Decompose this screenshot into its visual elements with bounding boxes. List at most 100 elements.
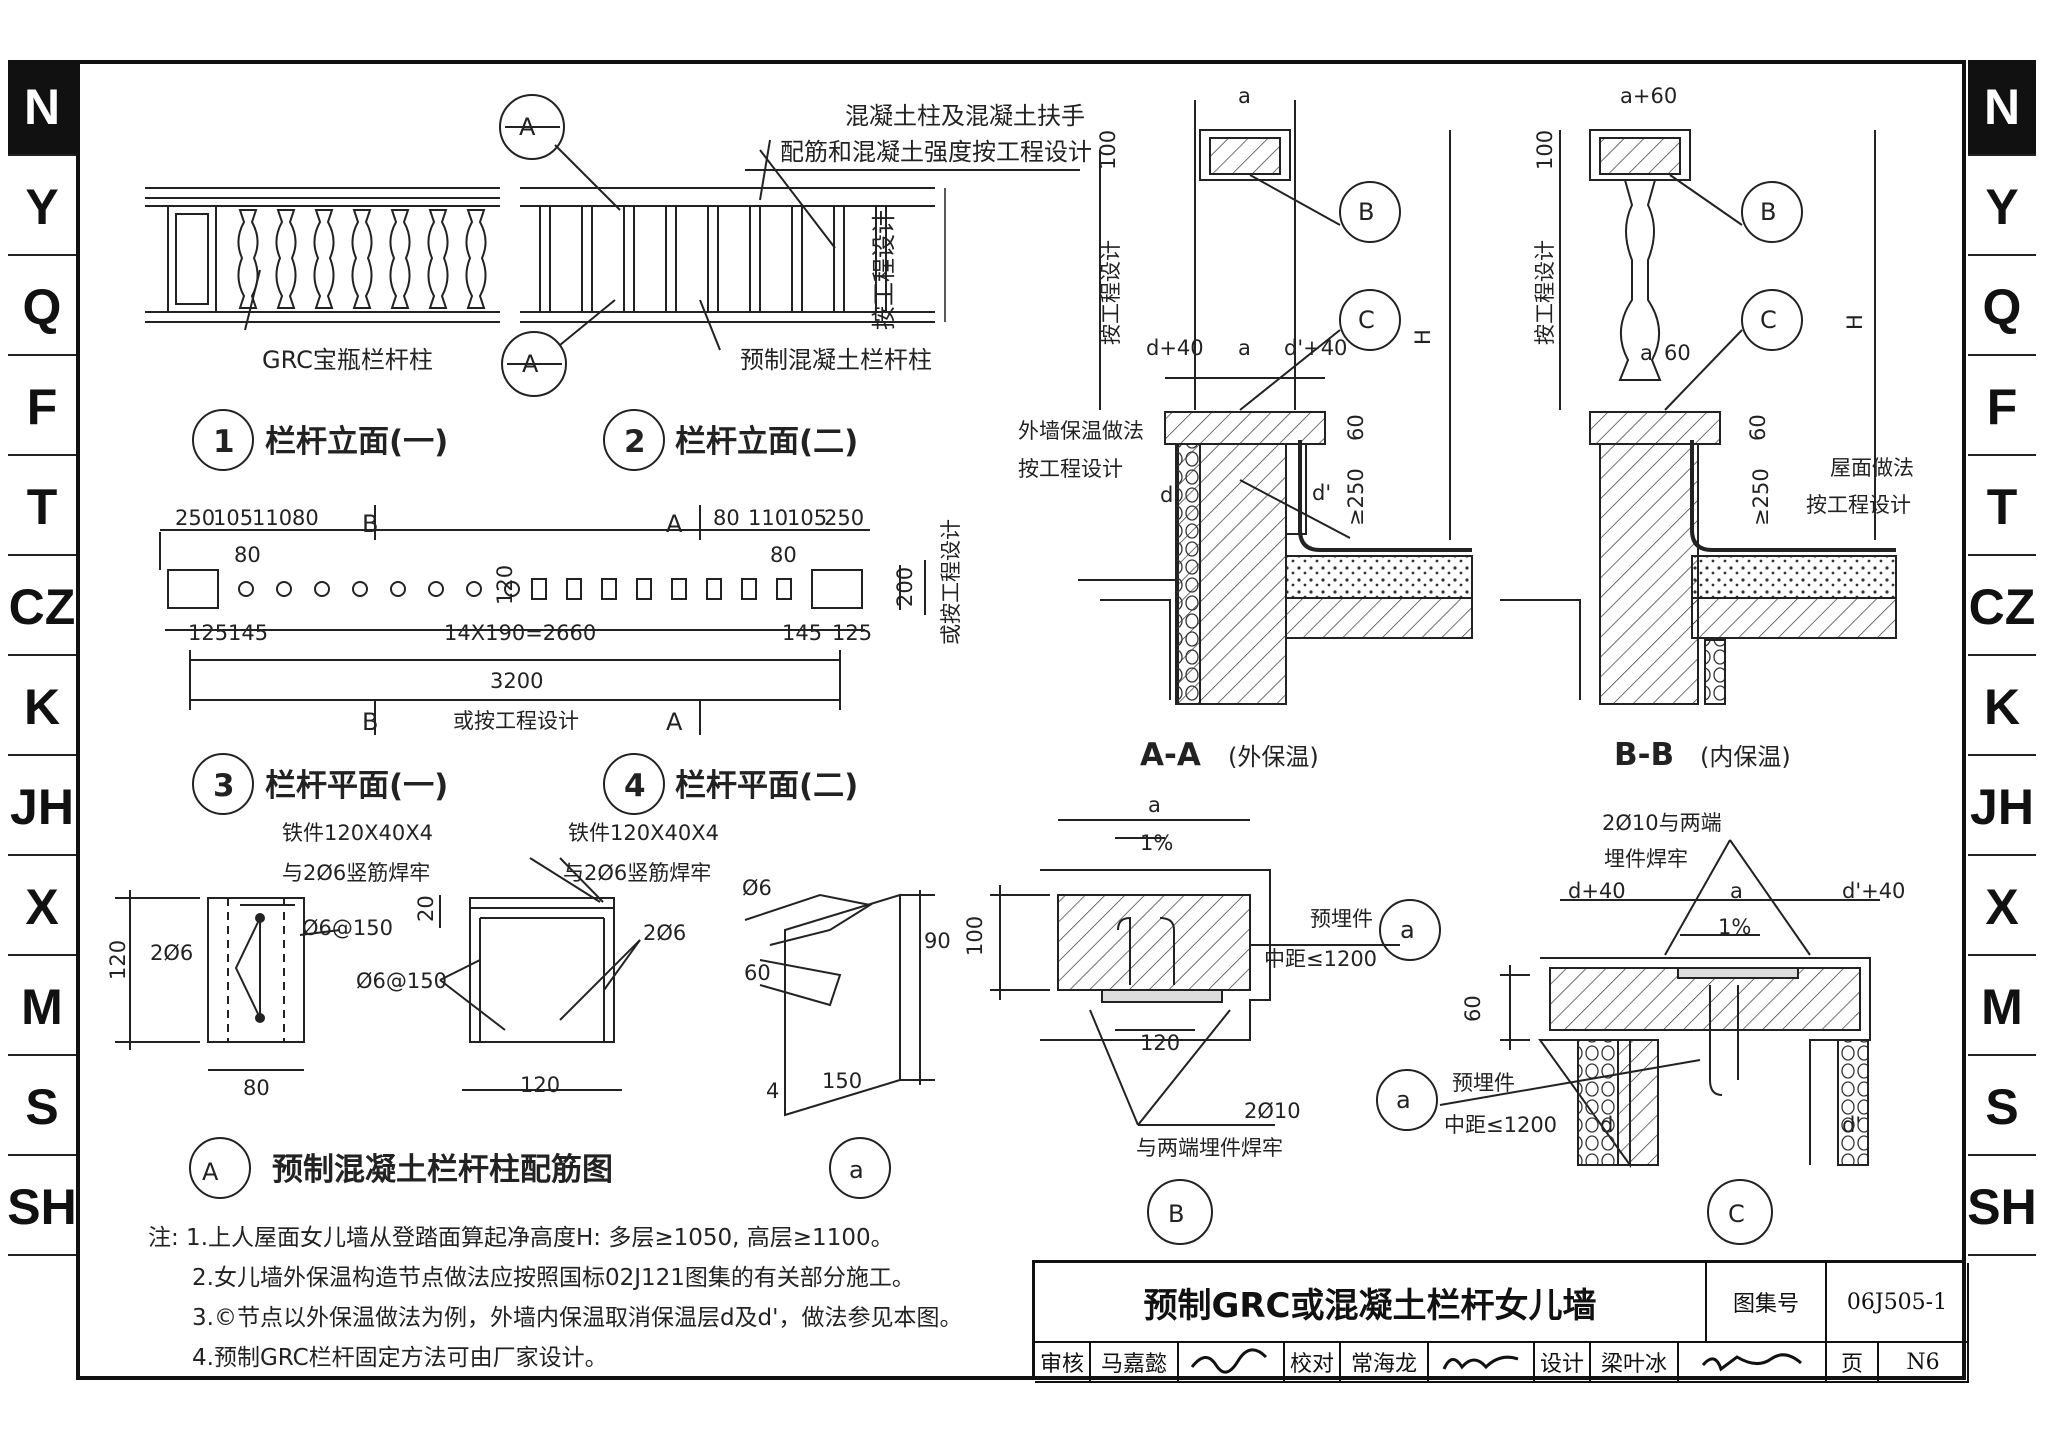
plan-baluster-circle: [504, 581, 520, 597]
callout-embed-1b: 中距≤1200: [1264, 947, 1377, 971]
plan-section-b-bottom: B: [362, 708, 378, 736]
dim-aa-d40: d+40: [1146, 336, 1204, 360]
callout-precast-post: 预制混凝土栏杆柱: [740, 346, 932, 374]
baluster-shape: [427, 209, 449, 309]
dim-aa-dp: d': [1312, 481, 1331, 505]
dim-b-pct: 1%: [1140, 831, 1173, 855]
dim-m4: 4: [766, 1079, 779, 1103]
callout-grc-baluster: GRC宝瓶栏杆柱: [262, 346, 433, 374]
index-tab-k-right[interactable]: K: [1968, 660, 2036, 756]
index-tab-x-left[interactable]: X: [8, 860, 76, 956]
index-tab-jh-left[interactable]: JH: [8, 760, 76, 856]
index-tab-s-right[interactable]: S: [1968, 1060, 2036, 1156]
title-section-bb: B-B: [1614, 737, 1674, 773]
dim-c-a: a: [1730, 879, 1743, 903]
plan-baluster-circle: [314, 581, 330, 597]
dim-110: 110: [252, 506, 292, 530]
index-tab-t-left[interactable]: T: [8, 460, 76, 556]
dim-aa-a: a: [1238, 84, 1251, 108]
dim-c-pct: 1%: [1718, 915, 1751, 939]
note-2: 2.女儿墙外保温构造节点做法应按照国标02J121图集的有关部分施工。: [192, 1265, 915, 1291]
index-tab-q-right[interactable]: Q: [1968, 260, 2036, 356]
marker-3-circle: [192, 753, 254, 815]
index-tab-jh-right[interactable]: JH: [1968, 760, 2036, 856]
section-bb-c-label: C: [1760, 306, 1777, 334]
dim-20: 20: [414, 895, 438, 922]
title-section-bb-sub: (内保温): [1700, 743, 1791, 771]
dim-rebar-120b: 120: [520, 1073, 560, 1097]
detail-a-lower-circle: [829, 1137, 891, 1199]
index-tab-f-left[interactable]: F: [8, 360, 76, 456]
detail-b-circle: [1147, 1179, 1213, 1245]
dim-120: 120: [493, 565, 517, 605]
dim-200: 200: [893, 567, 917, 607]
index-tab-n-right[interactable]: N: [1968, 60, 2036, 156]
dim-145b: 145: [782, 621, 822, 645]
dim-aa-ge250: ≥250: [1344, 468, 1368, 526]
section-bb-drawing: [1500, 129, 1897, 705]
callout-iron-1b: 与2Ø6竖筋焊牢: [282, 861, 430, 885]
section-aa-drawing: [1078, 100, 1473, 705]
reinforcement-drawing: [115, 857, 935, 1199]
title-elevation-2: 栏杆立面(二): [675, 424, 858, 460]
title-block: 预制GRC或混凝土栏杆女儿墙 图集号 06J505-1 审核 马嘉懿 校对 常海…: [1032, 1260, 1969, 1383]
title-plan-2: 栏杆平面(二): [675, 768, 858, 804]
drawing-frame: [76, 60, 1966, 1380]
atlas-number-label: 图集号: [1707, 1263, 1827, 1343]
marker-1-circle: [192, 409, 254, 471]
page-label: 页: [1827, 1343, 1879, 1383]
section-bb-c-circle: [1741, 289, 1803, 351]
index-tab-t-right[interactable]: T: [1968, 460, 2036, 556]
section-aa-c-label: C: [1358, 306, 1375, 334]
section-aa-b-label: B: [1358, 198, 1374, 226]
marker-a-top-label: A: [519, 113, 536, 141]
callout-roof-2: 按工程设计: [1806, 493, 1911, 517]
baluster-shape: [275, 209, 297, 309]
index-tab-y-right[interactable]: Y: [1968, 160, 2036, 256]
index-tab-sh-left[interactable]: SH: [7, 1160, 77, 1256]
dim-c-d: d: [1600, 1113, 1613, 1137]
index-tab-cz-left[interactable]: CZ: [8, 560, 76, 656]
index-tab-s-left[interactable]: S: [8, 1060, 76, 1156]
plan-baluster-circle: [390, 581, 406, 597]
dim-aa-100: 100: [1096, 130, 1120, 170]
plan-section-a-bottom: A: [666, 708, 683, 736]
label-o6-150b: Ø6@150: [356, 969, 447, 993]
index-tab-cz-right[interactable]: CZ: [1968, 560, 2036, 656]
detail-c-label: C: [1728, 1200, 1745, 1228]
note-1: 注: 1.上人屋面女儿墙从登踏面算起净高度H: 多层≥1050, 高层≥1100…: [148, 1225, 894, 1251]
elevation-1-drawing: [145, 187, 500, 323]
index-tab-m-right[interactable]: M: [1968, 960, 2036, 1056]
dim-m60: 60: [744, 961, 771, 985]
plan-post-square: [566, 578, 582, 600]
title-rebar-detail: 预制混凝土栏杆柱配筋图: [272, 1152, 613, 1188]
index-tab-f-right[interactable]: F: [1968, 360, 2036, 456]
plan-baluster-circle: [466, 581, 482, 597]
index-tab-sh-right[interactable]: SH: [1967, 1160, 2037, 1256]
detail-b-label: B: [1168, 1200, 1184, 1228]
title-plan-1: 栏杆平面(一): [265, 768, 448, 804]
index-tab-k-left[interactable]: K: [8, 660, 76, 756]
index-tab-m-left[interactable]: M: [8, 960, 76, 1056]
plan-baluster-circle: [428, 581, 444, 597]
index-tab-n-left[interactable]: N: [8, 60, 76, 156]
notes-block: 注: 1.上人屋面女儿墙从登踏面算起净高度H: 多层≥1050, 高层≥1100…: [148, 1218, 1018, 1378]
callout-vertical-design: 按工程设计: [870, 210, 898, 330]
page-number: N6: [1879, 1343, 1969, 1383]
plan-post-square: [706, 578, 722, 600]
section-bb-b-circle: [1741, 181, 1803, 243]
index-tab-q-left[interactable]: Q: [8, 260, 76, 356]
plan-post-square: [741, 578, 757, 600]
callout-outer-insul-1: 外墙保温做法: [1018, 419, 1144, 443]
section-aa-b-circle: [1339, 181, 1401, 243]
callout-or-design-vertical: 或按工程设计: [939, 519, 963, 645]
index-tab-y-left[interactable]: Y: [8, 160, 76, 256]
plan-baluster-circle: [276, 581, 292, 597]
label-2o6b: 2Ø6: [643, 921, 686, 945]
dim-80: 80: [292, 506, 319, 530]
index-tab-x-right[interactable]: X: [1968, 860, 2036, 956]
baluster-shape: [351, 209, 373, 309]
review-label: 审核: [1035, 1343, 1091, 1383]
baluster-shape: [313, 209, 335, 309]
